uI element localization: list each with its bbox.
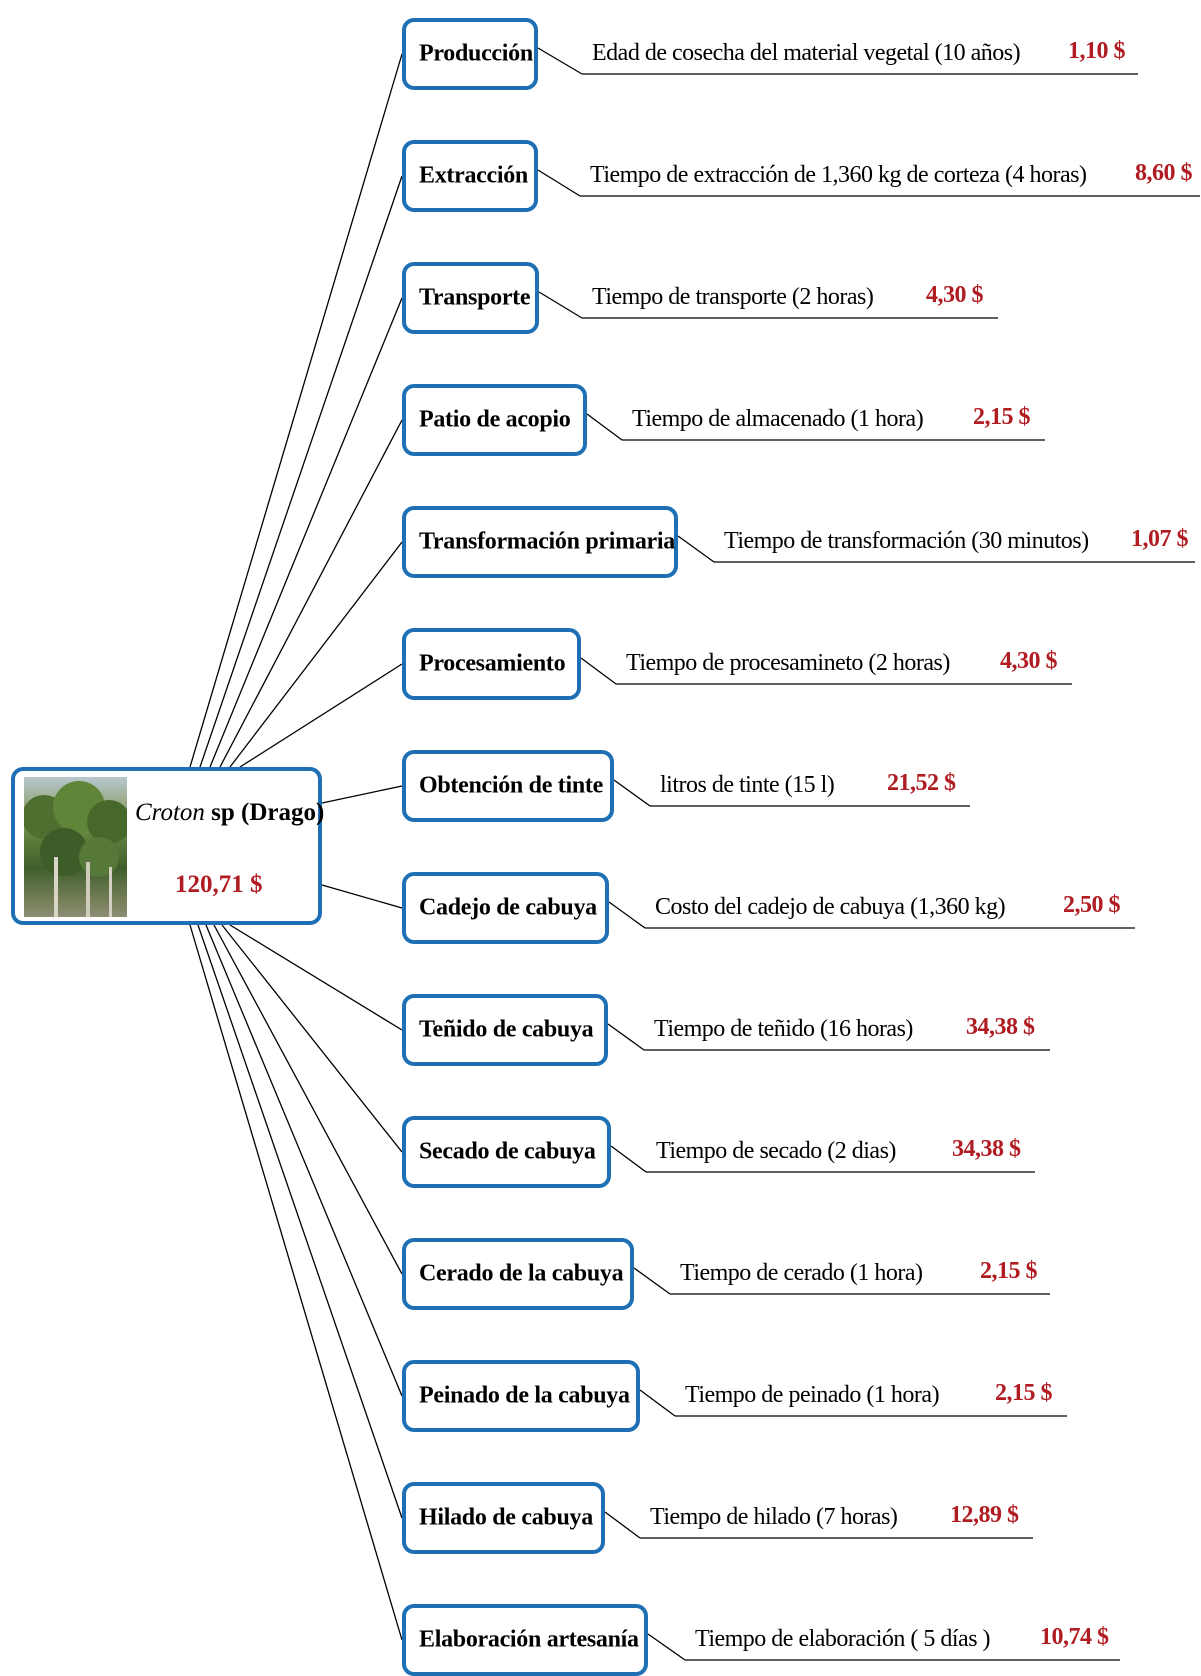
connector-right-peinado-de-la-cabuya [639,1389,676,1417]
connector-obtencion-de-tinte [321,785,403,804]
root-node: Croton sp (Drago) 120,71 $ [11,767,324,925]
stage-description: Tiempo de peinado (1 hora) [685,1382,940,1408]
stage-cost: 1,07 $ [1131,526,1189,552]
stage-box-procesamiento: Procesamiento [402,628,581,700]
connector-right-transformacion-primaria [677,535,715,563]
connector-produccion [189,53,403,768]
stage-cost: 4,30 $ [1000,648,1058,674]
stage-description: Tiempo de elaboración ( 5 días ) [695,1626,991,1652]
stage-cost: 34,38 $ [966,1014,1035,1040]
stage-cost: 4,30 $ [926,282,984,308]
stage-description: Tiempo de teñido (16 horas) [654,1016,913,1042]
stage-description: Tiempo de almacenado (1 hora) [632,406,924,432]
stage-box-elaboracion-artesania: Elaboración artesanía [402,1604,648,1676]
connector-procesamiento [239,663,403,768]
connector-right-transporte [538,291,583,319]
stage-description: Edad de cosecha del material vegetal (10… [592,40,1021,66]
stage-label: Extracción [419,162,528,189]
connector-secado-de-cabuya [221,924,403,1153]
connector-right-extraccion [537,169,581,197]
stage-label: Patio de acopio [419,406,571,433]
stage-description: Tiempo de transporte (2 horas) [592,284,874,310]
stage-cost: 2,50 $ [1063,892,1121,918]
stage-cost: 21,52 $ [887,770,956,796]
stage-box-tenido-de-cabuya: Teñido de cabuya [402,994,608,1066]
connector-right-procesamiento [580,657,617,685]
stage-label: Obtención de tinte [419,772,603,799]
species-rest: sp (Drago) [204,799,325,826]
stage-box-hilado-de-cabuya: Hilado de cabuya [402,1482,605,1554]
stage-description: Tiempo de extracción de 1,360 kg de cort… [590,162,1087,188]
connector-peinado-de-la-cabuya [205,924,403,1397]
stage-description: Tiempo de procesamineto (2 horas) [626,650,950,676]
stage-cost: 12,89 $ [950,1502,1019,1528]
stage-box-cerado-de-la-cabuya: Cerado de la cabuya [402,1238,634,1310]
connector-cadejo-de-cabuya [321,884,403,909]
stage-label: Cerado de la cabuya [419,1260,624,1287]
stage-box-produccion: Producción [402,18,538,90]
connector-cerado-de-la-cabuya [213,924,403,1275]
stage-label: Hilado de cabuya [419,1504,593,1531]
stage-box-extraccion: Extracción [402,140,538,212]
stage-label: Transformación primaria [419,528,675,555]
stage-description: Costo del cadejo de cabuya (1,360 kg) [655,894,1006,920]
stage-box-cadejo-de-cabuya: Cadejo de cabuya [402,872,609,944]
tree-photo-icon [24,777,127,917]
stage-label: Procesamiento [419,650,566,677]
stage-cost: 34,38 $ [952,1136,1021,1162]
stage-cost: 2,15 $ [973,404,1031,430]
stage-description: Tiempo de cerado (1 hora) [680,1260,923,1286]
connector-right-cerado-de-la-cabuya [633,1267,671,1295]
stage-cost: 1,10 $ [1068,38,1126,64]
connector-tenido-de-cabuya [229,924,403,1031]
stage-label: Transporte [419,284,531,311]
connector-right-patio-de-acopio [586,413,623,441]
stage-label: Elaboración artesanía [419,1626,639,1653]
connector-hilado-de-cabuya [197,924,403,1519]
connector-right-tenido-de-cabuya [607,1023,645,1051]
root-species-title: Croton sp (Drago) [135,799,324,827]
connector-patio-de-acopio [219,419,403,768]
stage-box-peinado-de-la-cabuya: Peinado de la cabuya [402,1360,640,1432]
connector-transformacion-primaria [229,541,403,768]
stage-box-secado-de-cabuya: Secado de cabuya [402,1116,611,1188]
stage-box-transformacion-primaria: Transformación primaria [402,506,678,578]
stage-description: litros de tinte (15 l) [660,772,835,798]
species-genus: Croton [135,799,205,826]
stage-cost: 8,60 $ [1135,160,1193,186]
connector-right-produccion [537,47,583,75]
stage-label: Peinado de la cabuya [419,1382,630,1409]
stage-label: Teñido de cabuya [419,1016,594,1043]
connector-elaboracion-artesania [189,924,403,1641]
stage-description: Tiempo de transformación (30 minutos) [724,528,1089,554]
root-total-cost: 120,71 $ [175,871,263,898]
stage-box-patio-de-acopio: Patio de acopio [402,384,587,456]
stage-label: Cadejo de cabuya [419,894,597,921]
connector-right-obtencion-de-tinte [613,779,651,807]
stage-cost: 2,15 $ [980,1258,1038,1284]
stage-description: Tiempo de secado (2 dias) [656,1138,896,1164]
connector-right-hilado-de-cabuya [604,1511,641,1539]
stage-box-obtencion-de-tinte: Obtención de tinte [402,750,614,822]
stage-cost: 2,15 $ [995,1380,1053,1406]
stage-label: Secado de cabuya [419,1138,596,1165]
connector-extraccion [199,175,403,768]
stage-cost: 10,74 $ [1040,1624,1109,1650]
connector-right-secado-de-cabuya [610,1145,647,1173]
stage-description: Tiempo de hilado (7 horas) [650,1504,898,1530]
connector-transporte [209,297,403,768]
connector-right-elaboracion-artesania [647,1633,686,1661]
connector-right-cadejo-de-cabuya [608,901,646,929]
stage-box-transporte: Transporte [402,262,539,334]
stage-label: Producción [419,40,533,67]
